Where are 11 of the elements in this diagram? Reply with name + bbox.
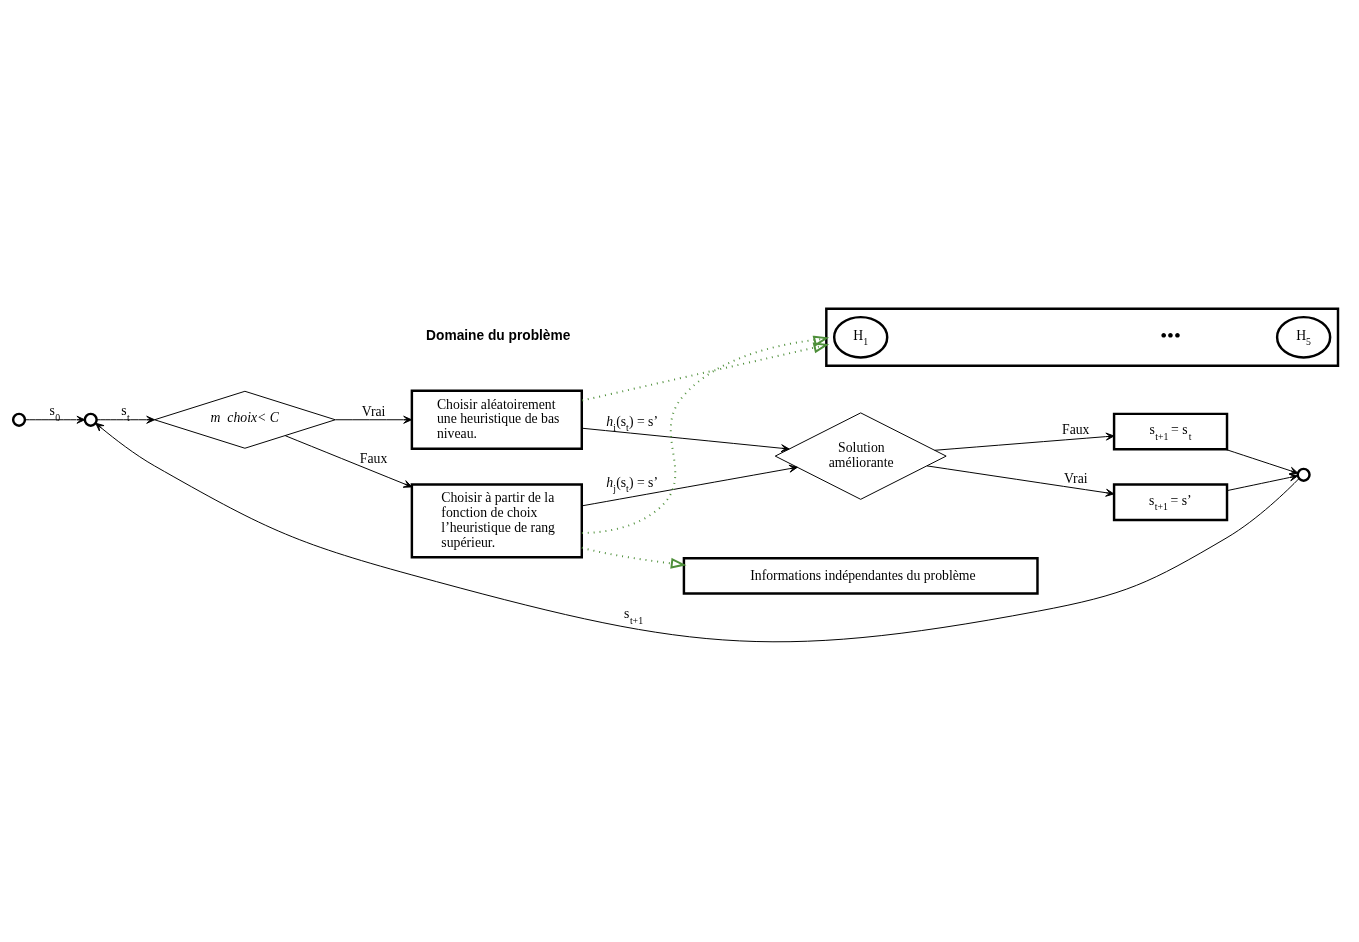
edge-label: h$_{i}$(s$_{t}$) = s’ xyxy=(606,413,659,433)
edge-label: Vrai xyxy=(361,403,386,419)
label: Domaine du problème xyxy=(426,327,571,343)
edge-label: s$_{t}$ xyxy=(121,402,130,423)
edge-label: s$_{t+1}$ xyxy=(624,605,644,626)
edge-label: h$_{j}$(s$_{t}$) = s’ xyxy=(606,474,659,494)
label: ••• xyxy=(1160,323,1181,346)
edge-label: Faux xyxy=(1062,421,1090,437)
edge-label: Vrai xyxy=(1063,470,1088,486)
edge-label: s$_{0}$ xyxy=(49,402,61,423)
edge-label: Faux xyxy=(359,450,388,466)
